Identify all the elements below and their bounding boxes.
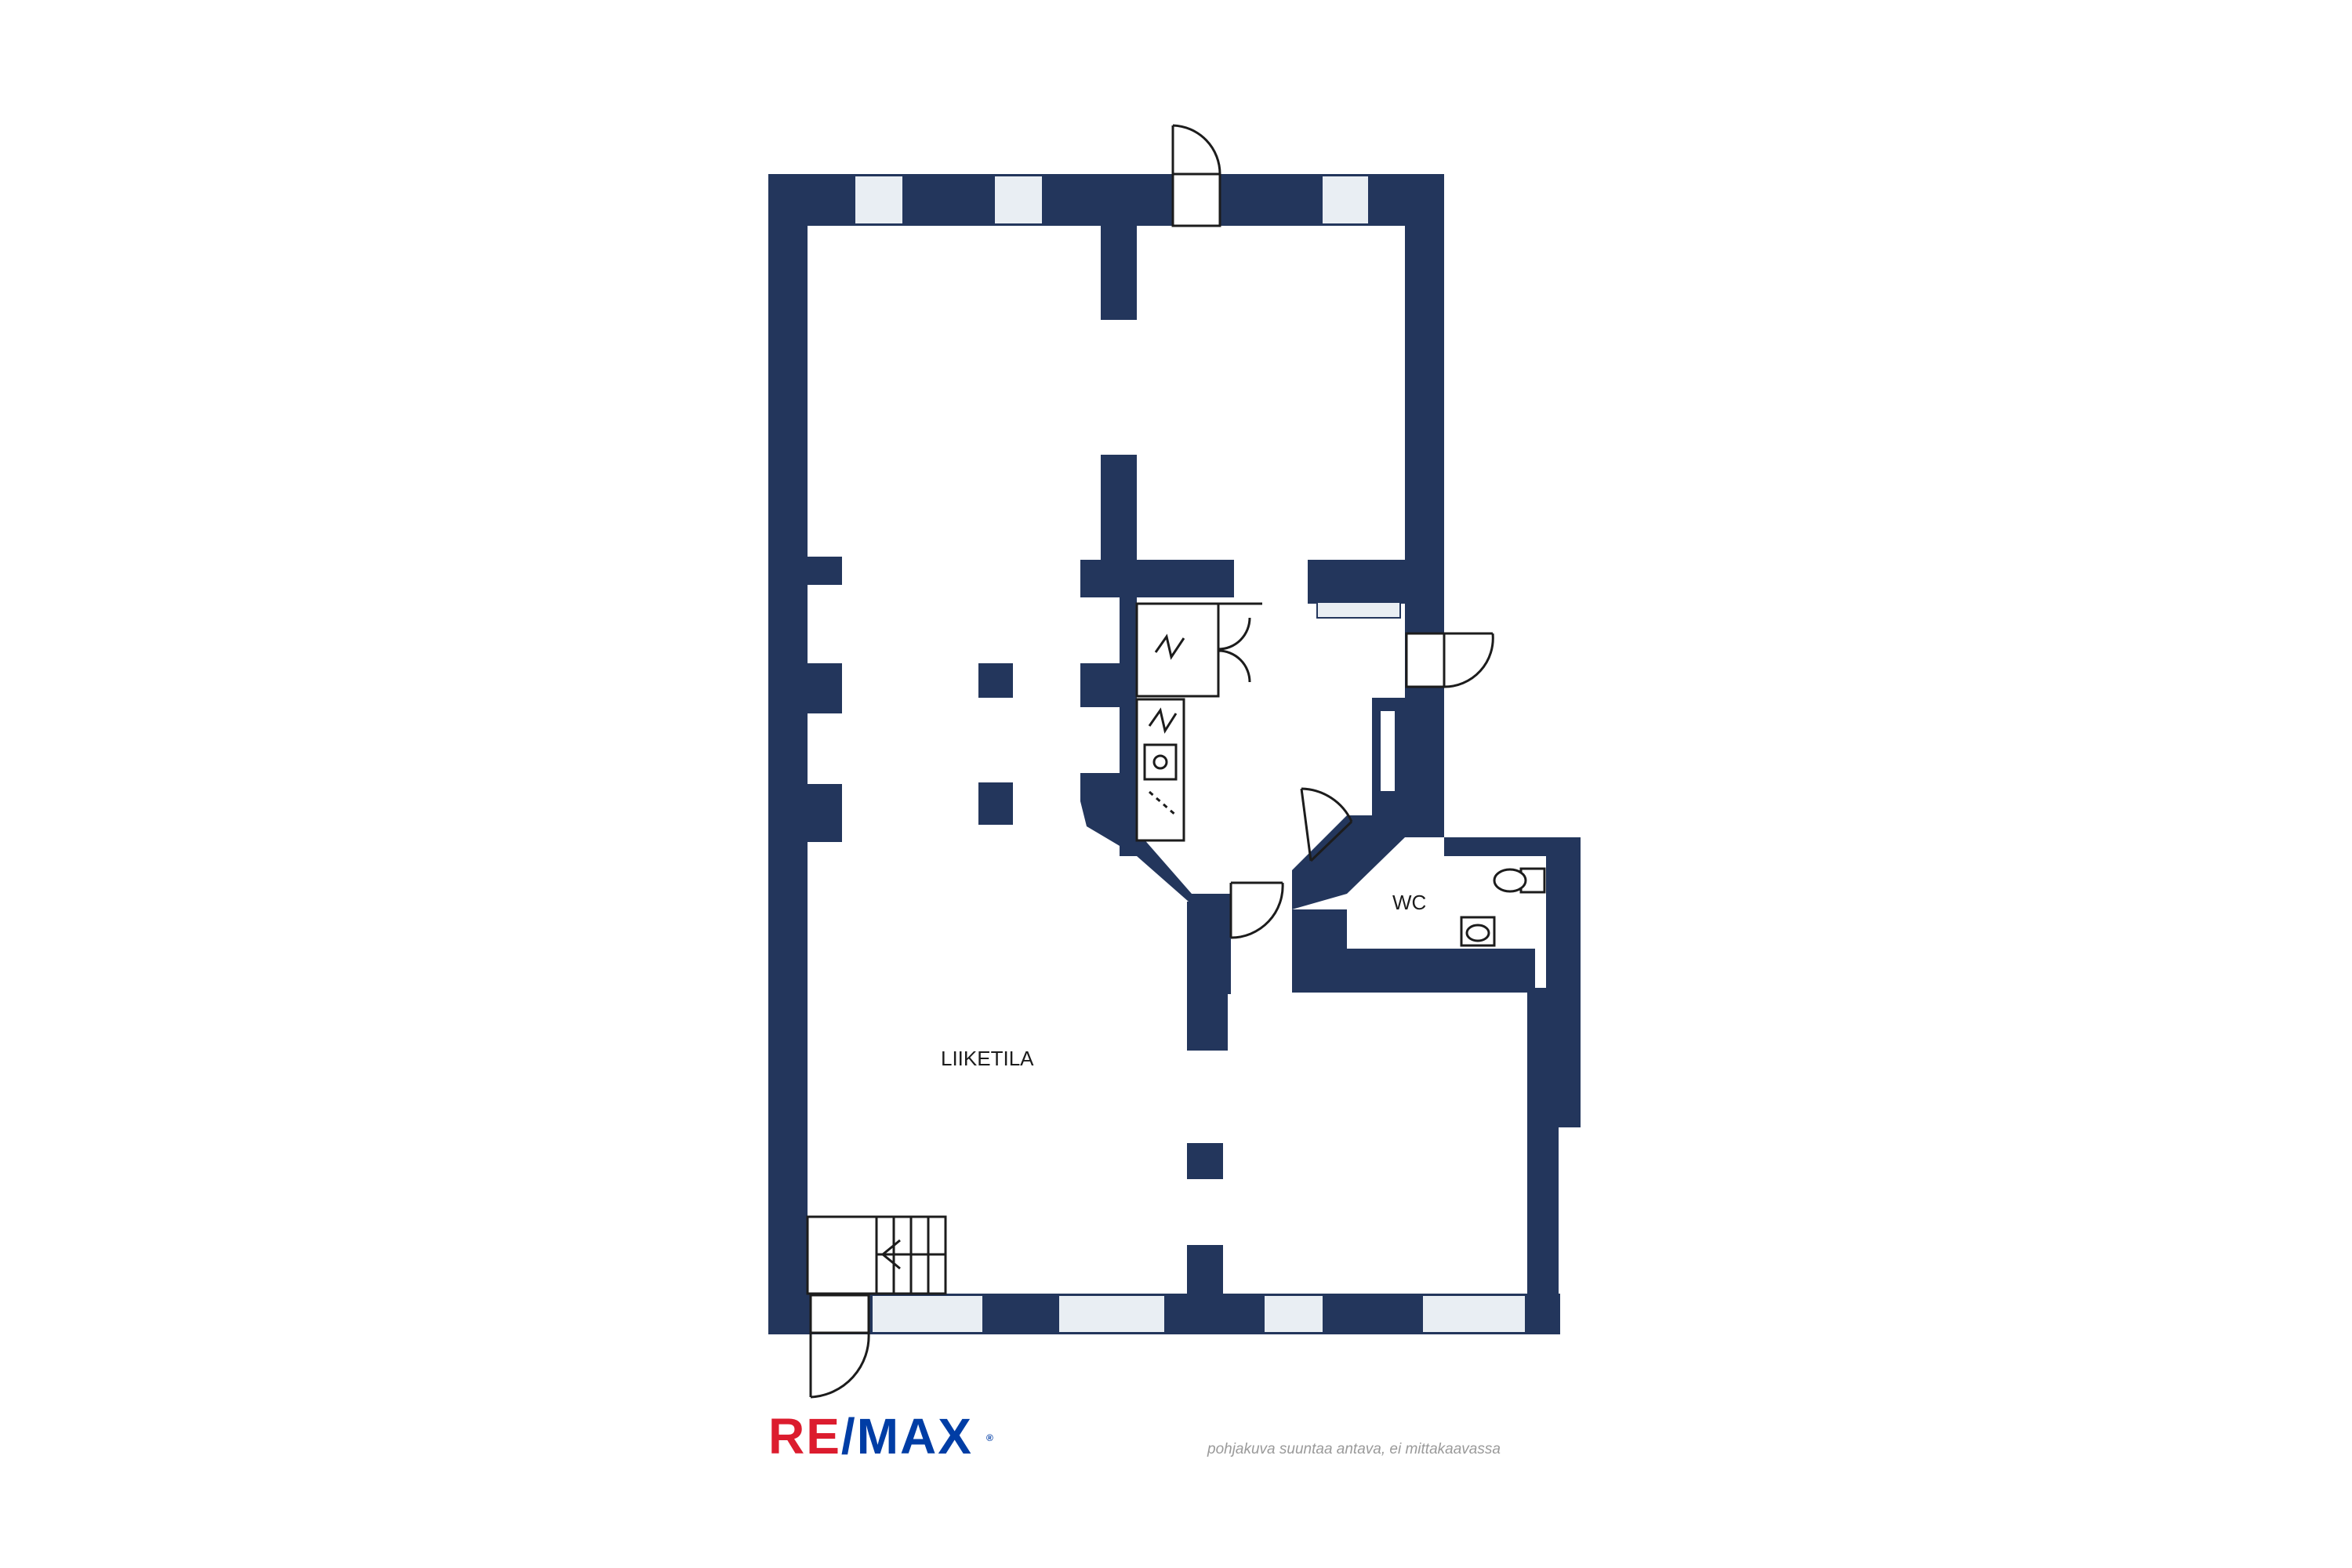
room-label-wc: WC xyxy=(1392,891,1427,914)
top-windows xyxy=(854,175,1370,225)
right-upper-window xyxy=(1316,601,1401,619)
room-label-liiketila: LIIKETILA xyxy=(941,1047,1034,1070)
central-walls xyxy=(1080,226,1234,1051)
bottom-left-door xyxy=(809,1294,870,1399)
remax-logo: RE/MAX ® xyxy=(768,1411,993,1461)
disclaimer-text: pohjakuva suuntaa antava, ei mittakaavas… xyxy=(1207,1441,1501,1457)
right-door xyxy=(1405,632,1494,688)
logo-registered-mark: ® xyxy=(986,1432,995,1443)
left-pilasters xyxy=(808,557,842,842)
logo-text-right: MAX xyxy=(856,1408,973,1465)
stairs xyxy=(806,1215,947,1295)
logo-slash: / xyxy=(840,1408,857,1465)
wc-fixtures xyxy=(1460,867,1546,947)
logo-text-left: RE xyxy=(768,1408,841,1465)
closet-recess xyxy=(1379,710,1396,793)
top-door xyxy=(1171,124,1221,227)
central-door xyxy=(1229,881,1284,939)
closets xyxy=(1135,602,1262,842)
bottom-windows xyxy=(871,1294,1526,1334)
columns xyxy=(978,663,1223,1295)
wc-corridor-door xyxy=(1300,787,1353,862)
